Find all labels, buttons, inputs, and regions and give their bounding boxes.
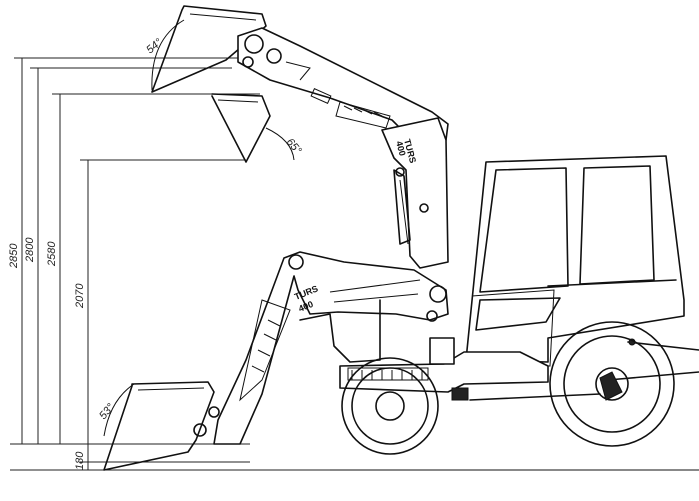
lower-tilt-angle: 53° — [97, 401, 117, 422]
lower-tilt-arc — [103, 383, 135, 437]
rear-wheel — [549, 321, 675, 447]
tractor-cab — [465, 155, 685, 367]
upper-model-label-line2: 400 — [394, 140, 408, 157]
tractor-frame — [339, 337, 699, 401]
loader-mast — [381, 117, 449, 269]
dimension-180: 180 — [74, 451, 86, 470]
dimension-2800: 2800 — [24, 237, 36, 263]
dump-arc — [265, 127, 295, 161]
upper-tilt-arc — [151, 19, 185, 91]
front-wheel — [341, 357, 439, 455]
dimension-2580: 2580 — [46, 241, 58, 267]
dimension-2850: 2850 — [8, 243, 20, 269]
dump-angle: 65° — [284, 136, 304, 157]
upper-bucket — [151, 5, 271, 163]
dimension-2070: 2070 — [74, 283, 86, 309]
upper-tilt-angle: 54° — [144, 36, 165, 56]
lowered-loader-arm — [213, 251, 449, 445]
lower-bucket — [103, 381, 220, 471]
